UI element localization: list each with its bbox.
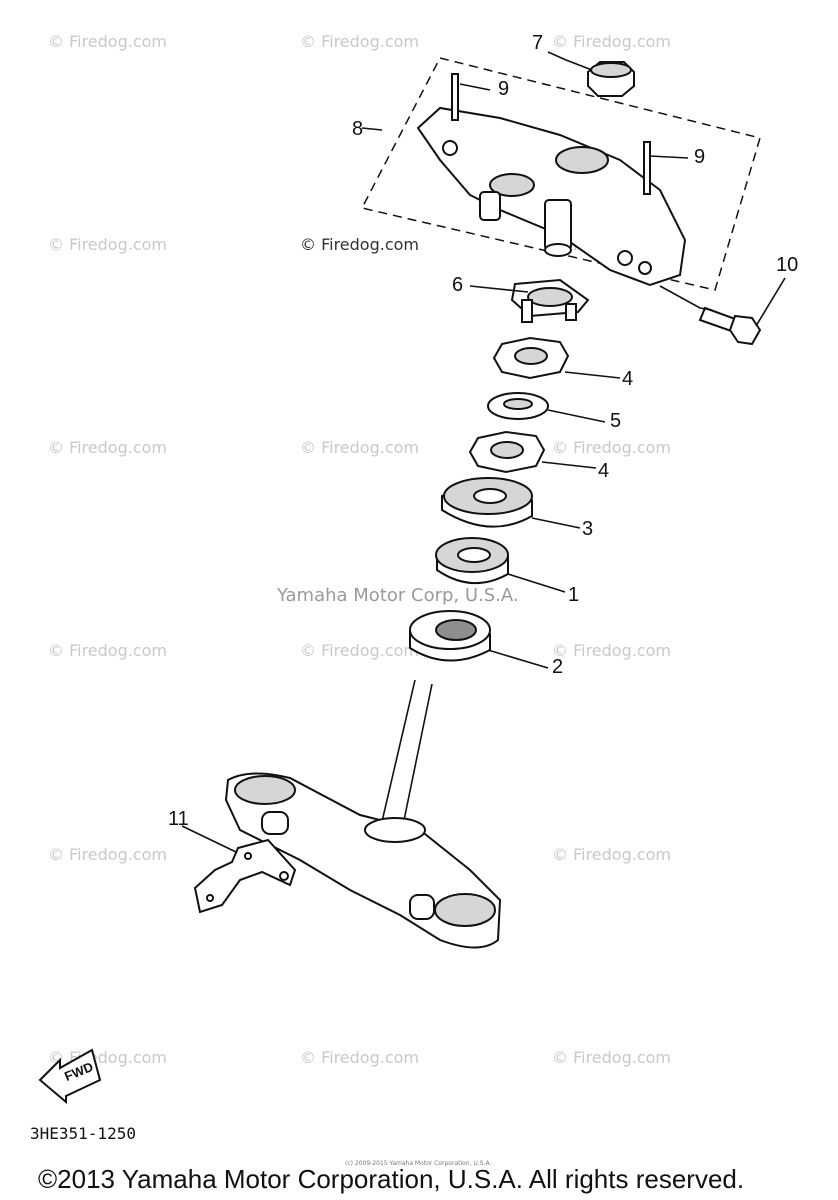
watermark: © Firedog.com — [552, 845, 671, 864]
watermark: © Firedog.com — [300, 641, 419, 660]
stay-bracket-part — [193, 838, 297, 914]
diagram-code: 3HE351-1250 — [30, 1124, 136, 1143]
upper-bearing-part — [435, 537, 509, 585]
callout-7: 7 — [532, 32, 544, 54]
lower-bearing-part — [409, 610, 491, 662]
ring-nut-part — [468, 430, 546, 474]
watermark: © Firedog.com — [48, 32, 167, 51]
watermark: © Firedog.com — [48, 235, 167, 254]
watermark: © Firedog.com — [552, 641, 671, 660]
callout-1: 1 — [568, 584, 580, 606]
nut-part — [587, 61, 635, 97]
watermark: © Firedog.com — [48, 845, 167, 864]
callout-2: 2 — [552, 656, 564, 678]
callout-5: 5 — [610, 410, 622, 432]
callout-9-top: 9 — [498, 78, 510, 100]
watermark: © Firedog.com — [48, 438, 167, 457]
callout-6: 6 — [452, 274, 464, 296]
washer-part — [487, 392, 549, 420]
watermark: © Firedog.com — [300, 1048, 419, 1067]
ring-nut-part — [492, 336, 570, 380]
lock-washer-part — [510, 278, 590, 323]
callout-4-upper: 4 — [622, 368, 634, 390]
watermark: © Firedog.com — [300, 32, 419, 51]
assembly-boundary — [360, 57, 761, 291]
tiny-notice: (c) 2009-2015 Yamaha Motor Corporation, … — [345, 1160, 492, 1167]
callout-8: 8 — [352, 118, 364, 140]
callout-3: 3 — [582, 518, 594, 540]
watermark: © Firedog.com — [552, 32, 671, 51]
callout-10: 10 — [776, 254, 799, 276]
callout-4-lower: 4 — [598, 460, 610, 482]
watermark-center: © Firedog.com — [300, 235, 419, 254]
watermark-corp: Yamaha Motor Corp, U.S.A. — [277, 585, 519, 606]
pin-part — [643, 141, 651, 195]
watermark: © Firedog.com — [552, 438, 671, 457]
bearing-cover-part — [441, 477, 533, 528]
fwd-arrow-icon — [38, 1048, 102, 1105]
watermark: © Firedog.com — [48, 641, 167, 660]
watermark: © Firedog.com — [552, 1048, 671, 1067]
pin-part — [451, 73, 459, 121]
callout-9-right: 9 — [694, 146, 706, 168]
callout-11: 11 — [168, 808, 189, 830]
upper-bracket-part — [416, 106, 687, 287]
copyright-notice: ©2013 Yamaha Motor Corporation, U.S.A. A… — [38, 1164, 745, 1194]
bolt-part — [698, 306, 762, 346]
under-bracket-part — [224, 679, 502, 949]
watermark: © Firedog.com — [300, 438, 419, 457]
